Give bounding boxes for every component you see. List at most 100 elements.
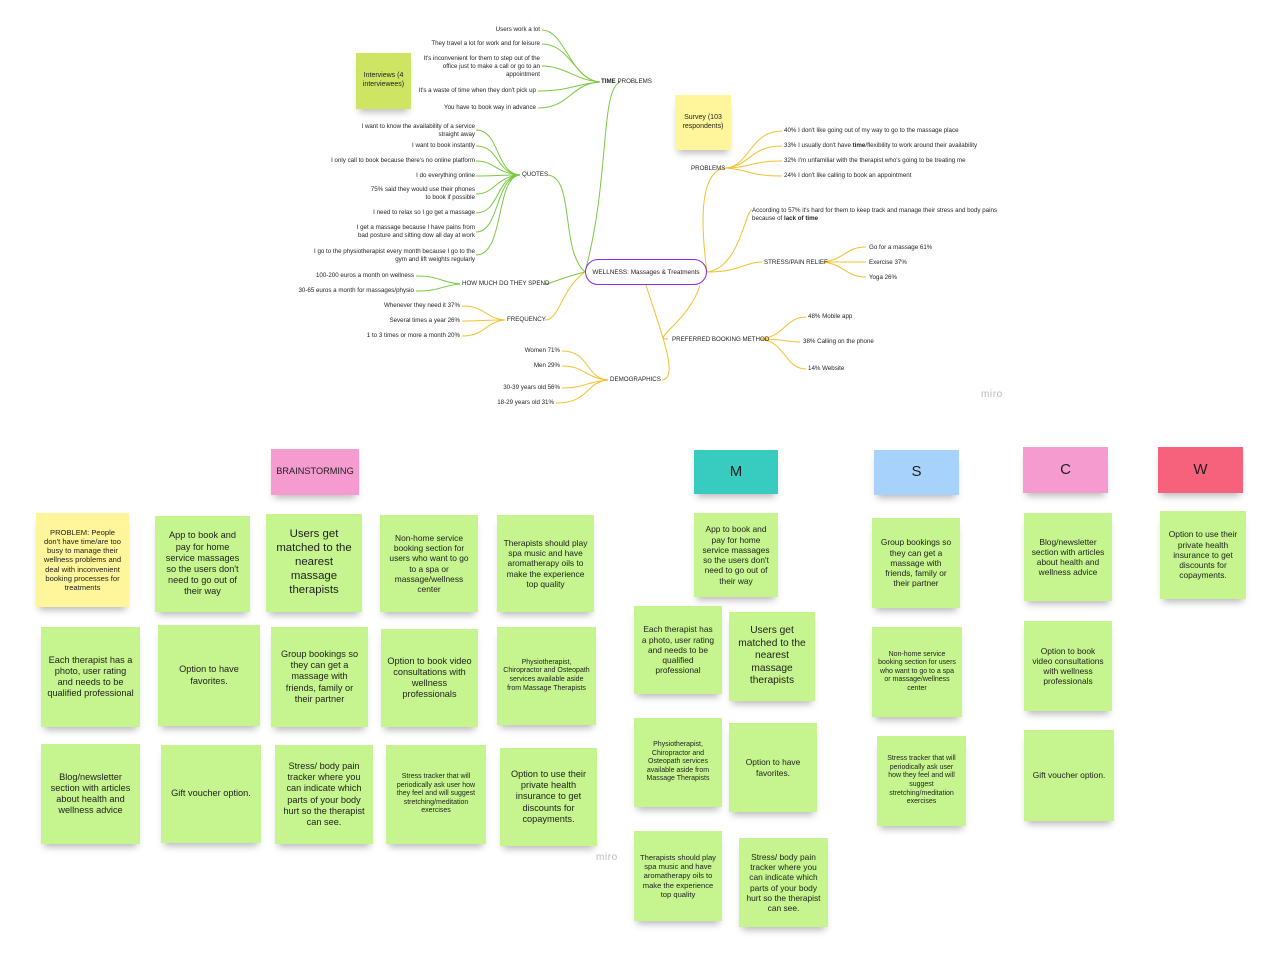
stress-intro: According to 57% it's hard for them to k… xyxy=(752,207,998,222)
brainstorm-note: Therapists should play spa music and hav… xyxy=(497,515,594,612)
must-note: Each therapist has a photo, user rating … xyxy=(634,606,722,694)
quote-item: I get a massage because I have pains fro… xyxy=(356,224,475,239)
note-text: Each therapist has a photo, user rating … xyxy=(641,624,715,676)
note-text: Group bookings so they can get a massage… xyxy=(880,537,952,589)
frequency-item: Whenever they need it 37% xyxy=(383,302,460,309)
brainstorm-note: Stress/ body pain tracker where you can … xyxy=(275,745,373,844)
quote-item: I do everything online xyxy=(416,172,475,179)
quote-item: I want to know the availability of a ser… xyxy=(361,123,476,138)
note-text: Non-home service booking section for use… xyxy=(389,532,469,594)
must-note: Stress/ body pain tracker where you can … xyxy=(739,838,828,927)
could-note: Option to book video consultations with … xyxy=(1024,621,1112,711)
note-text: Option to use their private health insur… xyxy=(1168,529,1238,581)
edge-problems xyxy=(702,167,727,273)
note-text: Stress/ body pain tracker where you can … xyxy=(746,851,821,913)
quote-item: I only call to book because there's no o… xyxy=(331,157,475,164)
should-note: Stress tracker that will periodically as… xyxy=(877,736,966,826)
edge-frequency xyxy=(544,271,586,321)
note-text: Stress tracker that will periodically as… xyxy=(396,773,476,815)
note-text: Option to book video consultations with … xyxy=(1032,645,1104,687)
mindmap-root: WELLNESS: Massages & Treatments xyxy=(585,259,707,285)
note-text: Stress tracker that will periodically as… xyxy=(887,755,956,806)
must-header-text: M xyxy=(729,462,743,480)
spend-item: 100-200 euros a month on wellness xyxy=(315,272,414,279)
brainstorm-note: Physiotherapist, Chiropractor and Osteop… xyxy=(497,627,596,725)
note-text: Blog/newsletter section with articles ab… xyxy=(50,771,131,816)
could-note: Blog/newsletter section with articles ab… xyxy=(1024,513,1112,601)
could-header-text: C xyxy=(1060,460,1071,478)
demographics-item: Women 71% xyxy=(524,347,560,354)
note-text: Users get matched to the nearest massage… xyxy=(738,625,806,687)
time-item: It's a waste of time when they don't pic… xyxy=(418,87,536,94)
wont-header: W xyxy=(1158,447,1243,493)
problems-label: PROBLEMS xyxy=(691,165,726,172)
must-note: Physiotherapist, Chiropractor and Osteop… xyxy=(634,718,722,807)
note-text: Option to have favorites. xyxy=(179,664,239,686)
demographics-item: 18-29 years old 31% xyxy=(497,399,554,406)
survey-note: Survey (103 respondents) xyxy=(675,95,731,150)
problems-item: 33% I usually don't have time/flexibilit… xyxy=(784,142,978,149)
brainstorm-note: Option to book video consultations with … xyxy=(381,629,478,727)
edge-quotes xyxy=(547,174,586,273)
time-item: They travel a lot for work and for leisu… xyxy=(431,40,540,47)
edge-booking xyxy=(662,284,701,340)
edge-demographics xyxy=(645,284,670,381)
miro-watermark: miro xyxy=(981,389,1003,400)
brainstorm-note: Non-home service booking section for use… xyxy=(380,515,478,612)
stress-item: Go for a massage 61% xyxy=(869,244,933,251)
edge-spend xyxy=(544,271,586,285)
brainstorm-note: Each therapist has a photo, user rating … xyxy=(41,627,140,727)
note-text: Option to use their private health insur… xyxy=(510,768,587,824)
frequency-item: Several times a year 26% xyxy=(389,317,460,324)
note-text: Stress/ body pain tracker where you can … xyxy=(283,760,365,827)
time-problems-label: TIME PROBLEMS xyxy=(601,78,652,85)
wont-note: Option to use their private health insur… xyxy=(1160,511,1246,599)
must-note: Option to have favorites. xyxy=(729,723,817,812)
brainstorm-note: Stress tracker that will periodically as… xyxy=(386,745,486,844)
time-item: It's inconvenient for them to step out o… xyxy=(423,55,540,78)
root-label: WELLNESS: Massages & Treatments xyxy=(592,268,700,276)
demographics-item: 30-39 years old 56% xyxy=(503,384,560,391)
problem-note-text: PROBLEM: People don't have time/are too … xyxy=(43,527,122,593)
problem-note: PROBLEM: People don't have time/are too … xyxy=(36,513,129,607)
demographics-label: DEMOGRAPHICS xyxy=(610,376,661,383)
could-note: Gift voucher option. xyxy=(1024,730,1114,821)
note-text: Therapists should play spa music and hav… xyxy=(503,537,588,589)
problems-item: 32% I'm unfamiliar with the therapist wh… xyxy=(784,157,966,164)
note-text: Physiotherapist, Chiropractor and Osteop… xyxy=(503,658,590,692)
miro-watermark: miro xyxy=(596,852,618,863)
brainstorm-note: Option to use their private health insur… xyxy=(500,748,597,846)
wont-header-text: W xyxy=(1193,460,1208,478)
note-text: Option to have favorites. xyxy=(745,757,801,778)
booking-label: PREFERRED BOOKING METHOD xyxy=(672,336,770,343)
note-text: Blog/newsletter section with articles ab… xyxy=(1031,536,1105,578)
edge-stress xyxy=(706,261,763,273)
booking-item: 38% Calling on the phone xyxy=(803,338,874,345)
time-item: Users work a lot xyxy=(495,26,540,33)
brainstorm-note: Option to have favorites. xyxy=(158,625,260,726)
stress-label: STRESS/PAIN RELIEF xyxy=(764,259,828,266)
brainstorming-header: BRAINSTORMING xyxy=(271,449,359,495)
spend-item: 30-65 euros a month for massages/physio xyxy=(298,287,414,294)
must-note: Therapists should play spa music and hav… xyxy=(634,831,722,921)
stress-item: Exercise 37% xyxy=(869,259,907,266)
note-text: App to book and pay for home service mas… xyxy=(702,524,770,586)
note-text: App to book and pay for home service mas… xyxy=(165,530,240,597)
must-note: Users get matched to the nearest massage… xyxy=(729,612,815,701)
should-note: Group bookings so they can get a massage… xyxy=(872,518,960,608)
quote-item: I go to the physiotherapist every month … xyxy=(314,248,475,263)
note-text: Users get matched to the nearest massage… xyxy=(276,528,352,596)
note-text: Each therapist has a photo, user rating … xyxy=(47,654,134,699)
note-text: Gift voucher option. xyxy=(171,788,251,799)
note-text: Group bookings so they can get a massage… xyxy=(280,648,359,704)
note-text: Physiotherapist, Chiropractor and Osteop… xyxy=(646,741,710,783)
brainstorm-note: Blog/newsletter section with articles ab… xyxy=(41,744,140,844)
frequency-item: 1 to 3 times or more a month 20% xyxy=(366,332,460,339)
brainstorming-header-text: BRAINSTORMING xyxy=(276,466,354,477)
time-item: You have to book way in advance xyxy=(444,104,536,111)
interviews-note: Interviews (4 interviewees) xyxy=(356,53,411,109)
could-header: C xyxy=(1023,447,1108,493)
note-text: Gift voucher option. xyxy=(1032,770,1106,781)
brainstorm-note: Group bookings so they can get a massage… xyxy=(271,627,368,727)
